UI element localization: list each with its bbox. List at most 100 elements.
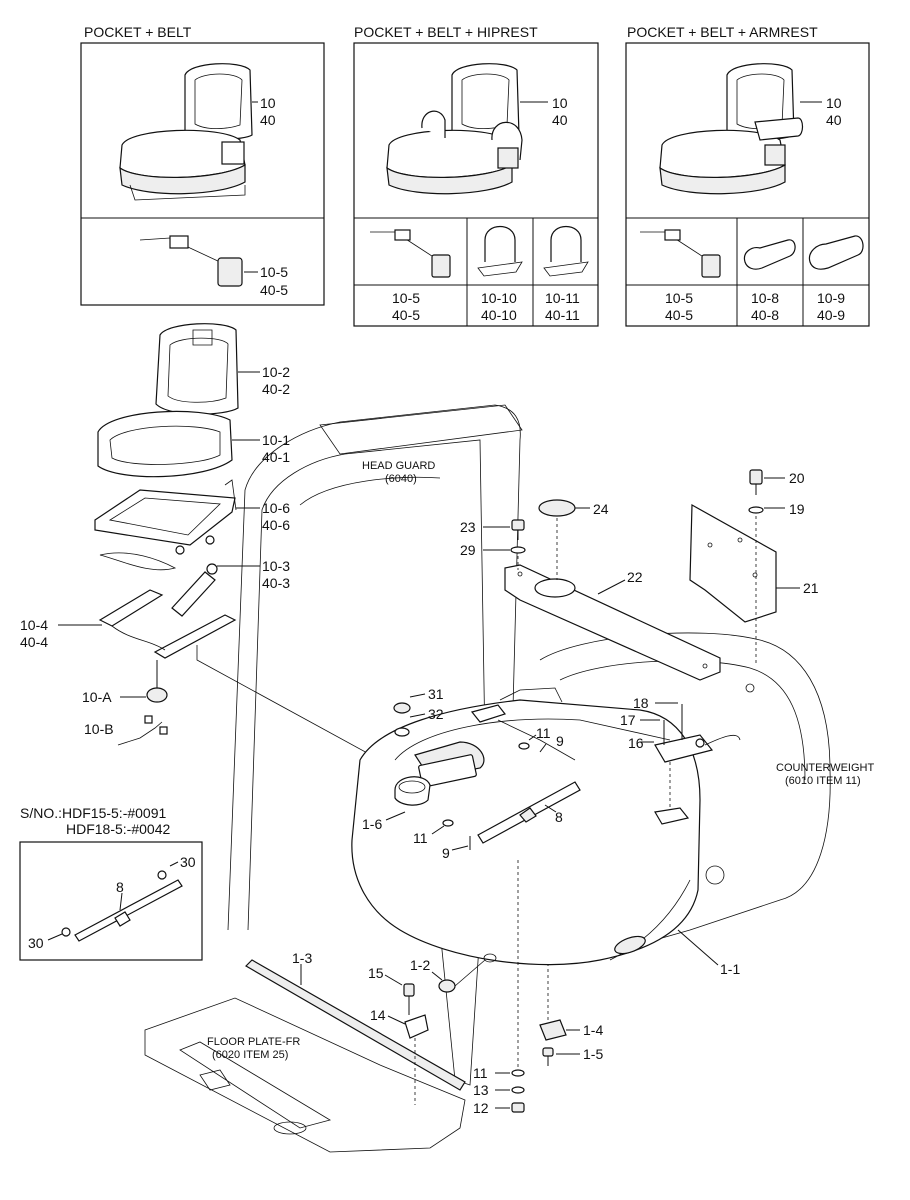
washer-13	[511, 1086, 525, 1094]
harness-code: 10-B	[84, 721, 114, 737]
backrest-code-a: 10-2	[262, 364, 290, 380]
gas-spring	[74, 879, 183, 942]
washer-code: 11	[473, 1065, 488, 1081]
serial-line-2: HDF18-5:-#0042	[66, 821, 170, 837]
nut-12	[511, 1102, 525, 1113]
cell-code: 40-11	[545, 307, 580, 323]
counterweight-ref: (6010 ITEM 11)	[785, 775, 861, 787]
hinge-assembly: 16 17 18 31 32 8 11 9 11 9 1-6	[362, 686, 741, 861]
panel-pocket-belt-hiprest: POCKET + BELT + HIPREST 10 40	[353, 24, 599, 327]
bolt-code: 20	[789, 470, 805, 486]
screw-code: 1-5	[583, 1046, 603, 1062]
floor-plate: FLOOR PLATE-FR (6020 ITEM 25) 1-3 15 14 …	[144, 860, 603, 1153]
armrest-left-illustration	[743, 239, 796, 270]
pin-code: 30	[28, 935, 44, 951]
frame-code-a: 10-6	[262, 500, 290, 516]
washer-code: 13	[473, 1082, 489, 1098]
grommet	[146, 687, 168, 703]
backrest	[155, 323, 239, 415]
cell-code: 40-5	[665, 307, 693, 323]
cap-code: 32	[428, 706, 444, 722]
panel-pocket-belt: POCKET + BELT 10 40 10-5 40-5	[80, 24, 325, 306]
hiprest-right-illustration	[543, 226, 589, 277]
cup-holder-code: 1-6	[362, 816, 382, 832]
cell-code: 40-5	[392, 307, 420, 323]
rod-code: 8	[116, 879, 124, 895]
pin-code: 30	[180, 854, 196, 870]
bolt-23	[511, 519, 525, 531]
panel-title: POCKET + BELT + ARMREST	[627, 24, 818, 40]
rail-code-b: 40-4	[20, 634, 48, 650]
seat-belt-illustration	[139, 235, 243, 287]
frame-code-b: 40-6	[262, 517, 290, 533]
harness	[117, 721, 163, 746]
belt-code-b: 40-5	[260, 282, 288, 298]
panel-pocket-belt-armrest: POCKET + BELT + ARMREST 10 40 10-5 40	[625, 24, 870, 327]
seat-rail	[153, 614, 237, 659]
washer-11	[511, 1069, 525, 1077]
panel-title: POCKET + BELT	[84, 24, 192, 40]
bracket-21	[689, 503, 777, 623]
bolt-code: 15	[368, 965, 384, 981]
seat-code-a: 10	[260, 95, 276, 111]
plate-22	[504, 564, 721, 681]
head-guard: HEAD GUARD (6040)	[227, 404, 523, 1086]
pin-code: 9	[556, 733, 564, 749]
cushion-code-a: 10-1	[262, 432, 290, 448]
cell-code: 40-8	[751, 307, 779, 323]
panel-frame	[80, 42, 325, 306]
seat-code-b: 40	[552, 112, 568, 128]
bolt-code: 18	[633, 695, 649, 711]
panel-frame	[625, 42, 870, 327]
cushion-code-b: 40-1	[262, 449, 290, 465]
belt-illustration	[640, 229, 721, 278]
pin-code: 9	[442, 845, 450, 861]
hood-cover: 1-1	[351, 687, 740, 977]
cell-code: 10-10	[481, 290, 517, 306]
seat-illustration	[119, 63, 253, 201]
damper	[171, 571, 216, 617]
seat-illustration	[386, 63, 523, 195]
backrest-code-b: 40-2	[262, 381, 290, 397]
cell-code: 10-5	[392, 290, 420, 306]
damper-code-a: 10-3	[262, 558, 290, 574]
seat-code-a: 10	[552, 95, 568, 111]
panel-frame	[353, 42, 599, 327]
seat-illustration	[659, 63, 804, 195]
latch	[438, 979, 456, 993]
seat-code-b: 40	[826, 112, 842, 128]
belt-code-a: 10-5	[260, 264, 288, 280]
seat-code-a: 10	[826, 95, 842, 111]
serial-detail: S/NO.:HDF15-5:-#0091 HDF18-5:-#0042 30 3…	[19, 805, 203, 961]
cap-31	[393, 702, 411, 714]
cell-code: 10-8	[751, 290, 779, 306]
weather-strip	[245, 959, 466, 1091]
cap-32	[394, 727, 410, 737]
lock-bracket	[404, 1014, 429, 1039]
stopper	[539, 1019, 567, 1041]
grommet-code: 10-A	[82, 689, 112, 705]
washer-19	[748, 506, 764, 514]
panel-title: POCKET + BELT + HIPREST	[354, 24, 538, 40]
washer-code: 11	[536, 725, 551, 741]
washer-code: 11	[413, 830, 428, 846]
top-plate: 22 24 23 29 21 20 19	[460, 469, 819, 681]
nut-code: 12	[473, 1100, 489, 1116]
floor-plate-label: FLOOR PLATE-FR	[207, 1036, 300, 1048]
belt-illustration	[370, 229, 451, 278]
cell-code: 40-9	[817, 307, 845, 323]
cup-holder	[394, 776, 431, 806]
bracket-code: 21	[803, 580, 819, 596]
cap-24	[538, 499, 576, 517]
floor-plate-ref: (6020 ITEM 25)	[212, 1049, 288, 1061]
exploded-seat: 10-2 40-2 10-1 40-1 10-6 40-6 10-3 40-3 …	[20, 323, 491, 821]
seat-frame	[94, 489, 236, 546]
stopper-code: 1-4	[583, 1022, 603, 1038]
hood-body	[351, 699, 701, 966]
strut-code: 8	[555, 809, 563, 825]
bolt-code: 23	[460, 519, 476, 535]
cell-code: 40-10	[481, 307, 517, 323]
cell-code: 10-5	[665, 290, 693, 306]
cell-code: 10-11	[545, 290, 580, 306]
